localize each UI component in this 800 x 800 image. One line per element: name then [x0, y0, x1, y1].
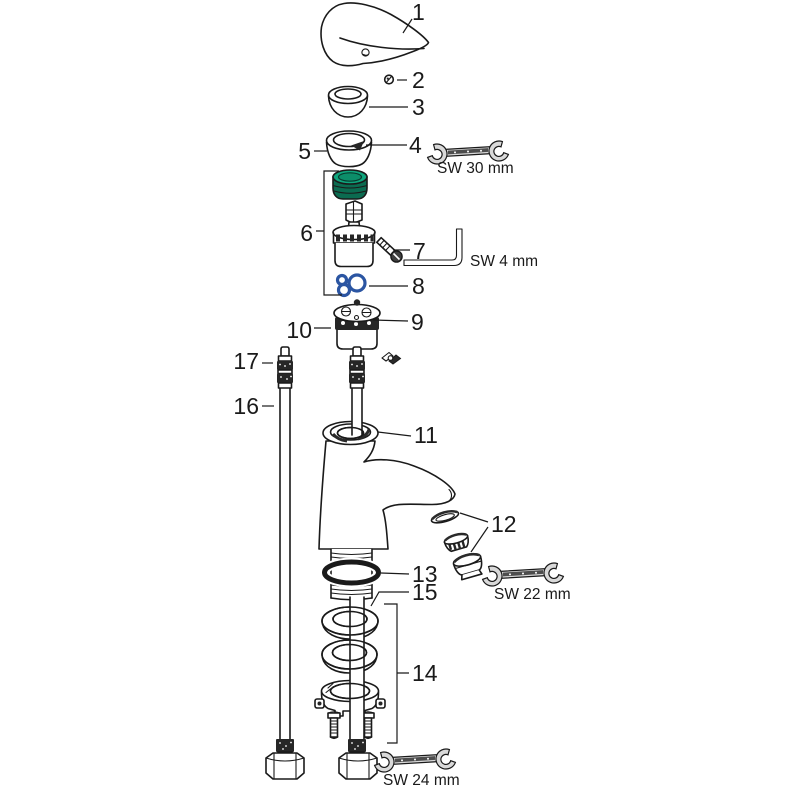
part-2-grub-screw — [383, 74, 395, 85]
hose-nut-left — [265, 752, 305, 780]
allen-key-sw4-icon — [403, 228, 463, 267]
part-7-fixing-screw — [376, 236, 403, 263]
part-12-aerator — [430, 510, 483, 581]
part-label-9: 9 — [411, 309, 424, 335]
part-label-4: 4 — [409, 132, 422, 158]
tool-label-sw4: SW 4 mm — [470, 253, 538, 270]
leader-lines — [262, 18, 489, 744]
part-label-5: 5 — [298, 138, 311, 164]
part-16-supply-hose — [265, 346, 305, 780]
tool-label-sw22: SW 22 mm — [494, 586, 571, 603]
part-1-handle-lever — [320, 2, 430, 67]
tool-label-sw24: SW 24 mm — [383, 772, 460, 789]
spray-clip-part — [381, 351, 402, 365]
part-label-14: 14 — [412, 660, 438, 686]
leader-line-15 — [370, 591, 409, 607]
leader-line-1 — [402, 18, 413, 34]
hose-nut-center — [338, 752, 378, 780]
part-4-5-cartridge-retaining-nut — [325, 130, 373, 168]
bracket-6 — [316, 170, 342, 296]
center-hose-upper — [336, 346, 366, 440]
part-label-17: 17 — [233, 348, 259, 374]
center-hose-connector — [348, 346, 366, 389]
part-8-seal-gasket — [335, 273, 367, 298]
part-label-16: 16 — [233, 393, 259, 419]
part-3-handle-ring — [327, 85, 369, 118]
faucet-threaded-shank — [320, 548, 383, 601]
part-labels: 1 2 3 4 5 6 7 8 9 10 11 12 13 14 15 16 1… — [233, 0, 516, 686]
part-label-7: 7 — [413, 238, 426, 264]
leader-line-12 — [459, 512, 489, 553]
handle-screw-hole — [361, 48, 370, 57]
part-label-3: 3 — [412, 94, 425, 120]
part-label-12: 12 — [491, 511, 517, 537]
leader-line-9 — [372, 319, 409, 322]
part-label-15: 15 — [412, 579, 438, 605]
part-label-2: 2 — [412, 67, 425, 93]
part-9-10-flow-adapter — [333, 299, 381, 350]
leader-line-11 — [377, 431, 412, 437]
cartridge-teeth — [336, 234, 374, 242]
part-17-hose-connector — [276, 346, 294, 389]
leader-line-13 — [380, 572, 410, 575]
part-6-cartridge — [332, 169, 376, 268]
tool-label-sw30: SW 30 mm — [437, 160, 514, 177]
mounting-screw-left — [327, 710, 341, 740]
part-label-1: 1 — [412, 0, 425, 25]
part-13-o-ring — [322, 559, 381, 586]
cartridge-green-seal — [332, 169, 368, 200]
center-hose-lower — [321, 596, 379, 780]
part-label-6: 6 — [300, 220, 313, 246]
part-label-11: 11 — [414, 422, 438, 448]
cartridge-body — [332, 200, 376, 268]
bracket-14 — [384, 603, 409, 744]
part-label-13: 13 — [412, 561, 438, 587]
part-label-10: 10 — [286, 317, 312, 343]
part-label-8: 8 — [412, 273, 425, 299]
tool-labels: SW 30 mm SW 4 mm SW 22 mm SW 24 mm — [383, 160, 571, 789]
